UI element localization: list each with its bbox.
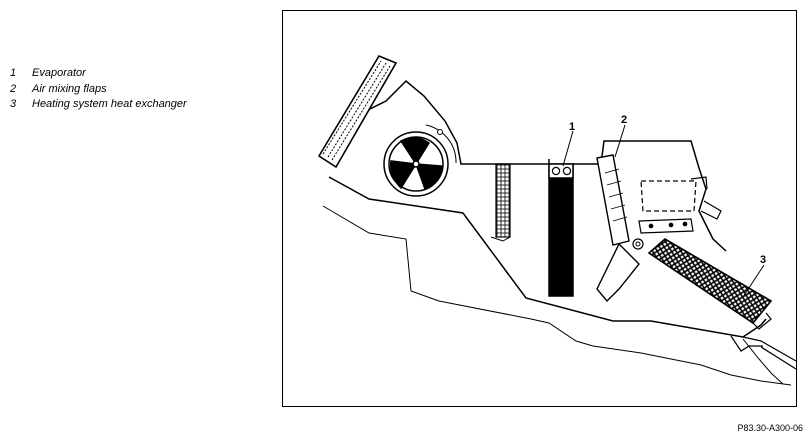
evaporator (548, 163, 574, 297)
hvac-diagram: 1 2 3 (317, 54, 797, 386)
callout-3: 3 (760, 254, 766, 266)
air-intake-grille (317, 54, 398, 169)
diagram-frame: 1 2 3 (282, 10, 797, 407)
air-mixing-flaps (596, 154, 694, 303)
blower-fan (383, 124, 457, 197)
callout-2: 2 (621, 114, 627, 126)
figure-code: P83.30-A300-06 (737, 423, 803, 433)
filter-mesh (495, 163, 511, 238)
callout-1: 1 (569, 121, 575, 133)
heat-exchanger (647, 238, 773, 330)
